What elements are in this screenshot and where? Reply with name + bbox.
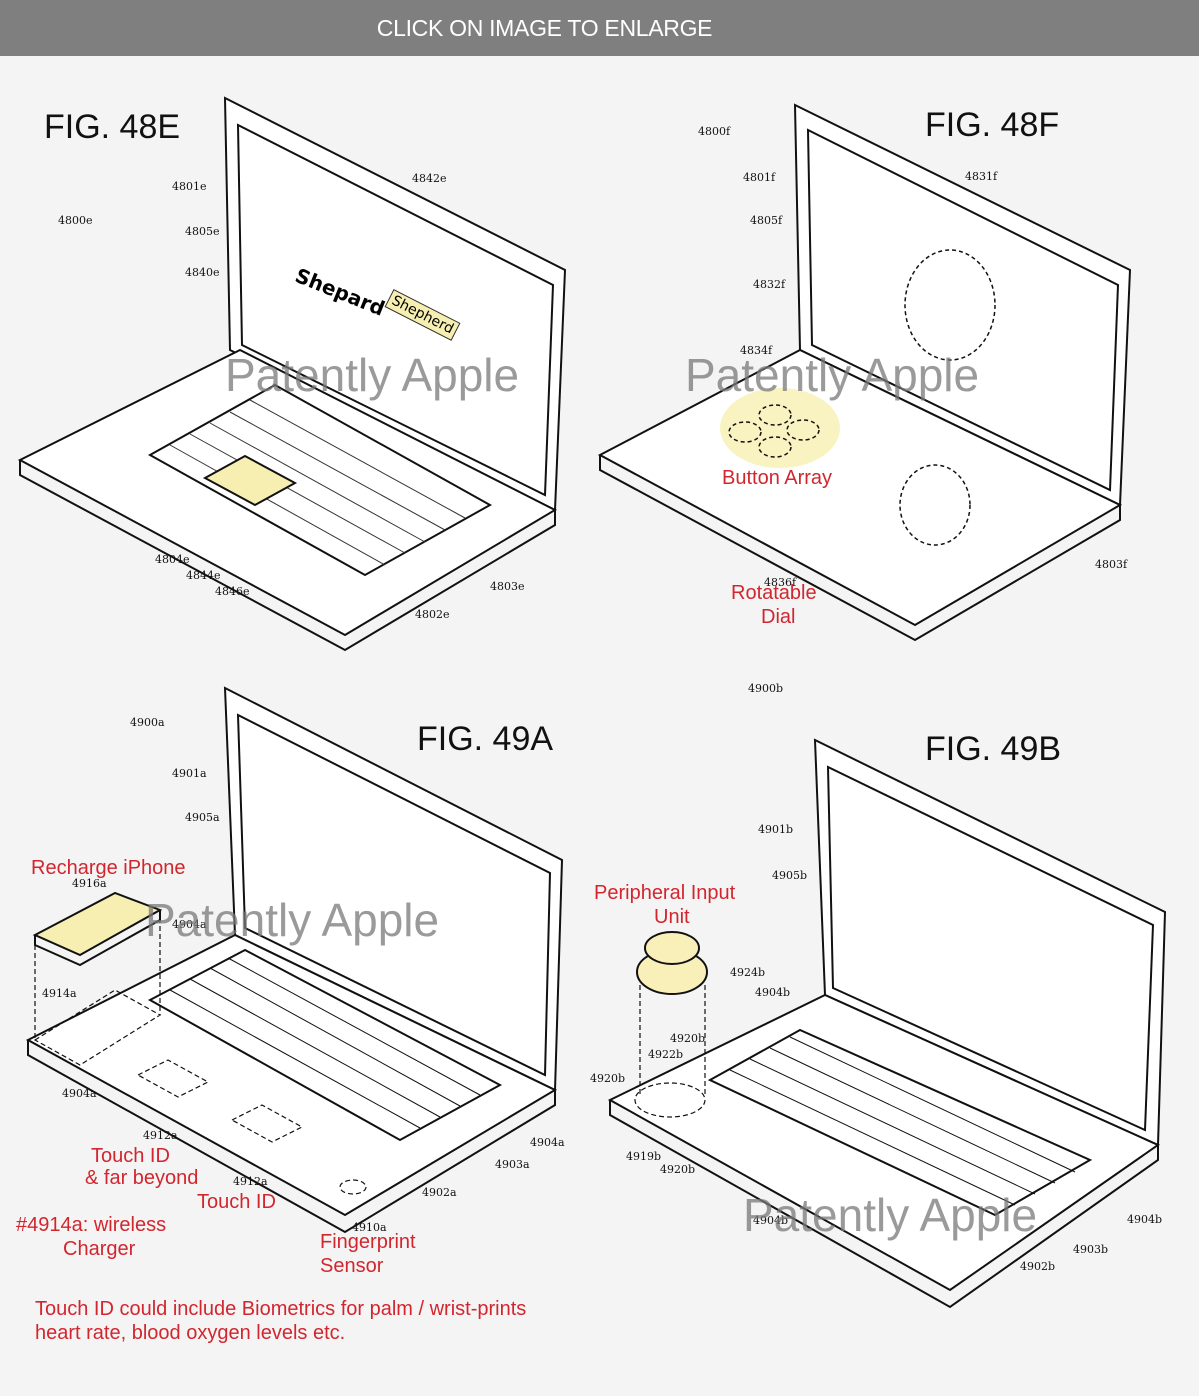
footer-note-line-2: heart rate, blood oxygen levels etc.	[35, 1322, 346, 1344]
ref-label: 4904a	[530, 1136, 565, 1149]
ref-label: 4904b	[1127, 1213, 1163, 1226]
fig-48f-title: FIG. 48F	[925, 106, 1060, 144]
ref-label: 4803f	[1095, 558, 1128, 571]
click-to-enlarge-banner[interactable]: CLICK ON IMAGE TO ENLARGE	[0, 0, 1199, 56]
annotation-unit: Unit	[654, 906, 690, 928]
fig-49b-title: FIG. 49B	[925, 730, 1062, 768]
ref-label: 4902a	[422, 1186, 457, 1199]
ref-label: 4844e	[186, 569, 221, 582]
ref-label: 4922b	[648, 1048, 684, 1061]
ref-label: 4805e	[185, 225, 220, 238]
ref-label: 4834f	[740, 344, 773, 357]
annotation-touch-id-2: Touch ID	[197, 1191, 276, 1213]
ref-label: 4904b	[753, 1214, 789, 1227]
ref-label: 4914a	[42, 987, 77, 1000]
laptop-49a	[25, 686, 564, 1234]
ref-label: 4805f	[750, 214, 783, 227]
annotation-recharge-iphone: Recharge iPhone	[31, 857, 186, 879]
annotation-peripheral-input: Peripheral Input	[594, 882, 736, 904]
ref-label: 4801e	[172, 180, 207, 193]
ref-label: 4910a	[352, 1221, 387, 1234]
banner-label: CLICK ON IMAGE TO ENLARGE	[376, 14, 713, 41]
ref-label: 4801f	[743, 171, 776, 184]
ref-label: 4903b	[1073, 1243, 1109, 1256]
ref-label: 4804e	[155, 553, 190, 566]
ref-label: 4846e	[215, 585, 250, 598]
footer-note-line-1: Touch ID could include Biometrics for pa…	[35, 1298, 527, 1320]
ref-label: 4924b	[730, 966, 766, 979]
fig-49a-title: FIG. 49A	[417, 720, 554, 758]
ref-label: 4800e	[58, 214, 93, 227]
ref-label: 4900b	[748, 682, 784, 695]
ref-label: 4920b	[670, 1032, 706, 1045]
ref-label: 4901b	[758, 823, 794, 836]
ref-label: 4912a	[143, 1129, 178, 1142]
ref-label: 4902b	[1020, 1260, 1056, 1273]
annotation-rotatable: Rotatable	[731, 582, 817, 604]
ref-label: 4840e	[185, 266, 220, 279]
watermark: Patently Apple	[225, 349, 520, 401]
ref-label: 4905b	[772, 869, 808, 882]
ref-label: 4904b	[755, 986, 791, 999]
ref-label: 4905a	[185, 811, 220, 824]
annotation-charger: Charger	[63, 1238, 136, 1260]
ref-label: 4836f	[764, 576, 797, 589]
annotation-button-array: Button Array	[722, 467, 833, 489]
ref-label: 4901a	[172, 767, 207, 780]
watermark: Patently Apple	[145, 894, 440, 946]
ref-label: 4831f	[965, 170, 998, 183]
ref-label: 4916a	[72, 877, 107, 890]
annotation-wireless: #4914a: wireless	[16, 1214, 167, 1236]
annotation-touch-id: Touch ID	[91, 1145, 170, 1167]
ref-label: 4832f	[753, 278, 786, 291]
ref-label: 4842e	[412, 172, 447, 185]
watermark: Patently Apple	[743, 1189, 1038, 1241]
annotation-far-beyond: & far beyond	[85, 1167, 199, 1189]
ref-label: 4800f	[698, 125, 731, 138]
ref-label: 4803e	[490, 580, 525, 593]
ref-label: 4920b	[660, 1163, 696, 1176]
ref-label: 4919b	[626, 1150, 662, 1163]
ref-label: 4802e	[415, 608, 450, 621]
watermark: Patently Apple	[685, 349, 980, 401]
ref-label: 4903a	[495, 1158, 530, 1171]
laptop-49b	[607, 738, 1167, 1309]
fig-48e-title: FIG. 48E	[44, 108, 181, 146]
annotation-sensor: Sensor	[320, 1255, 384, 1277]
ref-label: 4912a	[233, 1175, 268, 1188]
ref-label: 4904a	[62, 1087, 97, 1100]
annotation-dial: Dial	[761, 606, 796, 628]
ref-label: 4900a	[130, 716, 165, 729]
laptop-48f	[597, 103, 1132, 642]
annotation-fingerprint: Fingerprint	[320, 1231, 416, 1253]
ref-label: 4920b	[590, 1072, 626, 1085]
ref-label: 4904a	[172, 918, 207, 931]
